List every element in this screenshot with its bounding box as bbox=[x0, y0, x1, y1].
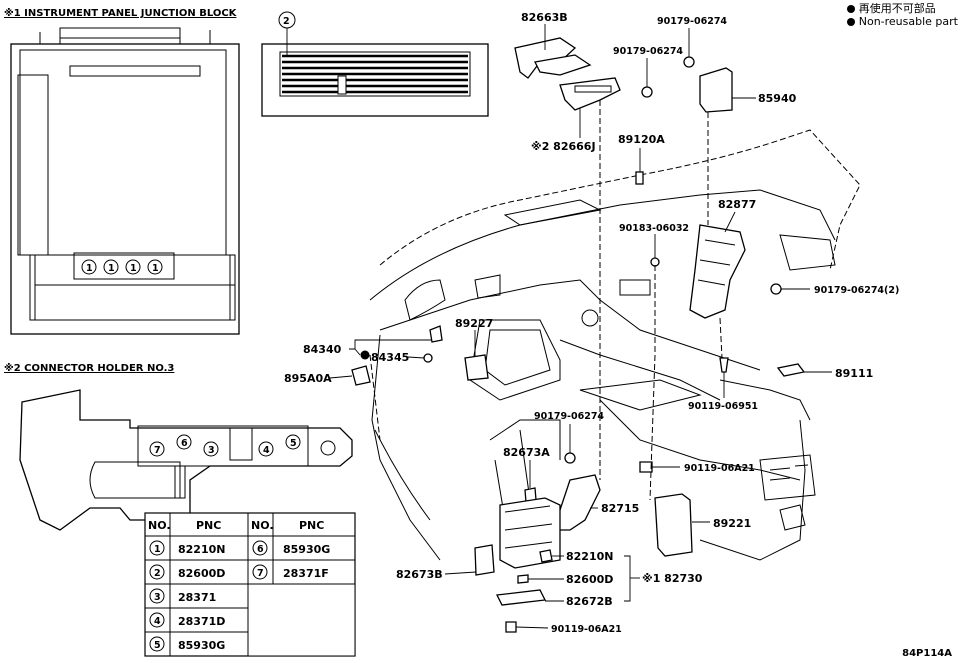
label-89120a: 89120A bbox=[618, 133, 665, 146]
part-82672b-icon bbox=[496, 589, 546, 606]
label-82715: 82715 bbox=[601, 502, 639, 515]
label-84340: 84340 bbox=[303, 343, 342, 356]
holder-callout-5: 5 bbox=[290, 438, 297, 449]
leader-lines bbox=[329, 24, 832, 629]
label-82877: 82877 bbox=[718, 198, 756, 211]
table-row-pnc2: 28371F bbox=[283, 567, 329, 580]
label-82673a: 82673A bbox=[503, 446, 550, 459]
holder-callout-7: 7 bbox=[154, 445, 161, 456]
label-89111: 89111 bbox=[835, 367, 873, 380]
table-row-pnc: 82210N bbox=[178, 543, 225, 556]
label-90119-06a21-lower: 90119-06A21 bbox=[551, 624, 622, 635]
part-895a0a-icon bbox=[351, 365, 371, 386]
part-82673b-icon bbox=[474, 544, 495, 576]
clip-90179-lower-icon bbox=[564, 452, 576, 464]
legend-line-jp: 再使用不可部品 bbox=[846, 2, 958, 15]
instrument-panel-drawing bbox=[369, 129, 861, 561]
jb-callout-1: 1 bbox=[86, 263, 93, 274]
label-90179-top: 90179-06274 bbox=[657, 16, 727, 27]
table-header-no: NO. bbox=[148, 519, 171, 532]
table-row-pnc: 82600D bbox=[178, 567, 225, 580]
non-reusable-dot-icon bbox=[846, 18, 855, 26]
label-90119-06a21-upper: 90119-06A21 bbox=[684, 463, 755, 474]
part-82715-drawing bbox=[554, 474, 601, 531]
part-84345-clip-icon bbox=[423, 353, 433, 363]
pnc-table: NO. PNC NO. PNC 1 82210N 6 85930G 2 8260… bbox=[144, 512, 356, 657]
junction-block-callouts: 1 1 1 1 bbox=[81, 259, 163, 275]
clip-90179-top-icon bbox=[683, 56, 695, 68]
holder-callout-4: 4 bbox=[263, 445, 270, 456]
clip-90183-icon bbox=[650, 257, 660, 267]
holder-callout-3: 3 bbox=[208, 445, 215, 456]
non-reusable-dot-icon bbox=[846, 5, 855, 13]
part-89221-drawing bbox=[654, 493, 693, 557]
label-82210n: 82210N bbox=[566, 550, 613, 563]
screw-90119-06951-icon bbox=[719, 357, 729, 373]
screw-90119-06a21-lower-icon bbox=[505, 621, 517, 633]
table-row-no: 5 bbox=[154, 640, 161, 651]
table-header-pnc2: PNC bbox=[299, 519, 324, 532]
part-85940-drawing bbox=[699, 67, 733, 113]
connector-holder-drawing: 7 6 3 4 5 bbox=[19, 389, 353, 531]
label-82663b: 82663B bbox=[521, 11, 568, 24]
junction-block-drawing bbox=[10, 27, 240, 335]
table-row-no: 1 bbox=[154, 544, 161, 555]
clip-90179-mid-icon bbox=[641, 86, 653, 98]
table-row-no2: 6 bbox=[257, 544, 264, 555]
part-84340-icon bbox=[429, 325, 443, 343]
holder-callout-6: 6 bbox=[181, 438, 188, 449]
clip-90179-right-icon bbox=[770, 283, 782, 295]
jb-callout-4: 1 bbox=[152, 263, 159, 274]
label-90179-mid: 90179-06274 bbox=[613, 46, 683, 57]
junction-block-header: ※1 INSTRUMENT PANEL JUNCTION BLOCK bbox=[4, 7, 238, 19]
part-89227-icon bbox=[464, 354, 489, 381]
table-row-pnc: 28371 bbox=[178, 591, 216, 604]
label-90179-lower: 90179-06274 bbox=[534, 411, 604, 422]
label-82600d: 82600D bbox=[566, 573, 613, 586]
label-82673b: 82673B bbox=[396, 568, 443, 581]
diagram-code: 84P114A bbox=[902, 648, 952, 659]
part-89120a-icon bbox=[635, 171, 644, 185]
legend-line-en: Non-reusable part bbox=[846, 15, 958, 28]
table-header-pnc: PNC bbox=[196, 519, 221, 532]
label-90119-06951: 90119-06951 bbox=[688, 401, 758, 412]
table-row-no: 2 bbox=[154, 568, 161, 579]
legend: 再使用不可部品 Non-reusable part bbox=[846, 2, 958, 28]
part-82877-drawing bbox=[689, 224, 746, 319]
table-row-pnc: 28371D bbox=[178, 615, 225, 628]
part-84345-nonreusable-icon bbox=[360, 350, 370, 360]
table-header-no2: NO. bbox=[251, 519, 274, 532]
connector-holder-header: ※2 CONNECTOR HOLDER NO.3 bbox=[4, 362, 174, 374]
label-82672b: 82672B bbox=[566, 595, 613, 608]
label-895a0a: 895A0A bbox=[284, 372, 332, 385]
part-89111-icon bbox=[776, 363, 806, 377]
table-row-no2: 7 bbox=[257, 568, 264, 579]
label-84345: 84345 bbox=[371, 351, 409, 364]
table-row-pnc: 85930G bbox=[178, 639, 225, 652]
table-row-pnc2: 85930G bbox=[283, 543, 330, 556]
label-82666j: ※2 82666J bbox=[531, 140, 596, 153]
label-89221: 89221 bbox=[713, 517, 751, 530]
table-row-no: 3 bbox=[154, 592, 161, 603]
connector-callout-2: 2 bbox=[283, 16, 290, 27]
part-82663b-drawing bbox=[514, 37, 592, 79]
label-82730: ※1 82730 bbox=[642, 572, 703, 585]
label-85940: 85940 bbox=[758, 92, 797, 105]
connector-strip: 2 bbox=[261, 11, 489, 117]
part-82210n-icon bbox=[539, 549, 553, 563]
jb-callout-3: 1 bbox=[130, 263, 137, 274]
screw-90119-06a21-upper-icon bbox=[639, 461, 653, 473]
label-89227: 89227 bbox=[455, 317, 493, 330]
part-82666j-drawing bbox=[559, 77, 621, 111]
label-90183: 90183-06032 bbox=[619, 223, 689, 234]
table-row-no: 4 bbox=[154, 616, 161, 627]
label-90179-right: 90179-06274(2) bbox=[814, 285, 899, 296]
part-82600d-icon bbox=[517, 574, 529, 584]
jb-callout-2: 1 bbox=[108, 263, 115, 274]
